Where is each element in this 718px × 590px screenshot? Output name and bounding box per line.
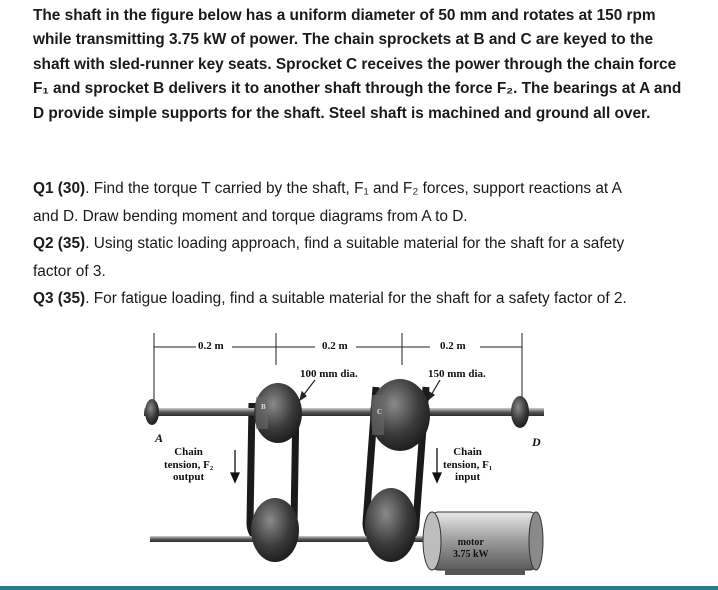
point-b-label: B	[261, 403, 266, 411]
statement-line: F₁ and sprocket B delivers it to another…	[33, 80, 682, 98]
lower-shaft	[150, 536, 480, 542]
question-3-text: . For fatigue loading, find a suitable m…	[85, 290, 627, 307]
statement-line: The shaft in the figure below has a unif…	[33, 7, 656, 24]
bottom-border	[0, 586, 718, 590]
motor-power-label: 3.75 kW	[453, 549, 489, 560]
question-1-cont: and D. Draw bending moment and torque di…	[33, 207, 468, 225]
dimension-line	[153, 333, 523, 403]
statement-line: D provide simple supports for the shaft.…	[33, 104, 651, 122]
question-2-cont: factor of 3.	[33, 262, 106, 280]
statement-line: shaft with sled-runner key seats. Sprock…	[33, 55, 677, 73]
dimension-bc-label: 0.2 m	[322, 340, 348, 352]
question-1: Q1 (30). Find the torque T carried by th…	[33, 175, 693, 203]
bearing-d	[511, 396, 529, 428]
question-2-text: . Using static loading approach, find a …	[85, 235, 625, 252]
question-3: Q3 (35). For fatigue loading, find a sui…	[33, 285, 693, 313]
shaft-figure: 0.2 m 0.2 m 0.2 m 100 mm dia. 150 mm dia…	[140, 325, 560, 587]
motor-label-line: motor	[457, 537, 484, 548]
lower-sprocket-left	[251, 498, 299, 562]
motor-icon	[422, 511, 544, 575]
dimension-ab-label: 0.2 m	[198, 340, 224, 352]
question-1-label: Q1 (30)	[33, 180, 86, 197]
question-list: Q1 (30). Find the torque T carried by th…	[33, 175, 693, 313]
statement-line: while transmitting 3.75 kW of power. The…	[33, 31, 654, 49]
chain-right-line: tension, F₁	[443, 458, 493, 471]
dimension-cd-label: 0.2 m	[440, 340, 466, 352]
chain-right-line: Chain	[453, 446, 482, 458]
sprocket-c	[370, 379, 430, 451]
force-arrows	[229, 448, 443, 484]
question-1-text: . Find the torque T carried by the shaft…	[85, 180, 622, 197]
shaft-diagram	[144, 333, 544, 575]
main-shaft	[144, 408, 544, 416]
chain-left-line: Chain	[174, 446, 203, 458]
chain-tension-f1-label: Chain tension, F₁ input	[443, 446, 492, 484]
question-2: Q2 (35). Using static loading approach, …	[33, 230, 693, 258]
chain-tension-f2-label: Chain tension, F₂ output	[164, 446, 213, 484]
chain-left-line: output	[172, 471, 205, 483]
motor-label: motor 3.75 kW	[453, 537, 489, 561]
point-d-label: D	[532, 435, 541, 449]
chain-right-line: input	[455, 471, 481, 483]
bearing-a	[145, 399, 159, 425]
question-3-label: Q3 (35)	[33, 290, 86, 307]
point-a-label: A	[155, 431, 164, 445]
chain-left-line: tension, F₂	[164, 458, 214, 471]
lower-sprocket-right	[365, 488, 417, 562]
diameter-b-label: 100 mm dia.	[300, 368, 358, 380]
problem-statement: The shaft in the figure below has a unif…	[33, 4, 693, 126]
diameter-leaders	[299, 379, 441, 402]
diameter-c-label: 150 mm dia.	[428, 368, 486, 380]
question-2-label: Q2 (35)	[33, 235, 86, 252]
point-c-label: C	[377, 408, 383, 416]
